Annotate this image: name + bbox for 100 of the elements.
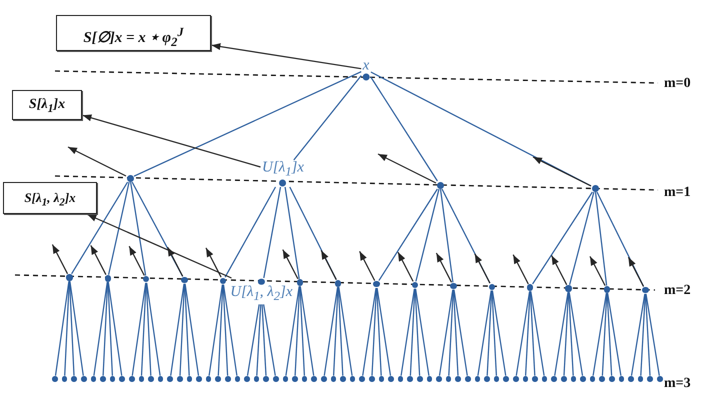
arrow (167, 246, 184, 277)
connector-line (184, 284, 200, 376)
node-dot (647, 376, 653, 382)
node-dot (158, 376, 164, 382)
connector-line (516, 291, 530, 376)
node-dot (273, 376, 279, 382)
connector-line (263, 304, 276, 376)
node-dot (119, 376, 125, 382)
node-dot (181, 276, 188, 284)
node-dot (398, 376, 404, 382)
node-dot (436, 376, 442, 382)
connector-line (415, 188, 440, 282)
connector-line (285, 286, 300, 376)
node-dot (81, 376, 87, 382)
connector-line (222, 284, 228, 376)
connector-line (140, 282, 147, 376)
arrow (68, 146, 126, 177)
node-dot (311, 376, 317, 382)
node-dot (143, 276, 150, 282)
arrow (87, 214, 232, 279)
node-dot (426, 376, 432, 382)
node-dot (110, 376, 116, 382)
connector-line (370, 76, 438, 182)
node-dot (446, 376, 452, 382)
node-dot (407, 376, 413, 382)
connector-line (107, 282, 113, 376)
level-label: m=1 (664, 186, 691, 200)
node-dot (138, 376, 144, 382)
node-dot (369, 376, 375, 382)
connector-line (93, 282, 108, 376)
connector-line (414, 288, 420, 376)
connector-line (132, 282, 146, 376)
node-dot (186, 376, 192, 382)
connector-line (300, 286, 314, 376)
node-dot (350, 376, 356, 382)
connector-line (69, 281, 84, 376)
connector-line (184, 284, 190, 376)
level-label: m=3 (664, 377, 691, 391)
arrow (589, 256, 606, 286)
connector-line (602, 292, 608, 376)
node-dot (292, 376, 298, 382)
node-dot (657, 376, 663, 382)
node-dot (100, 376, 106, 382)
node-dot (604, 286, 610, 293)
connector-line (108, 182, 130, 275)
node-dot (104, 275, 111, 282)
connector-line (108, 282, 122, 376)
node-dot (196, 376, 202, 382)
connector-line (64, 281, 70, 376)
node-dot (71, 376, 77, 382)
node-dot (215, 376, 221, 382)
level-label: m=2 (664, 284, 691, 298)
node-dot (436, 182, 444, 188)
node-dot (465, 376, 471, 382)
node-dot (570, 376, 576, 382)
node-dot (565, 285, 572, 292)
node-dot (455, 376, 461, 382)
connector-line (486, 290, 492, 376)
connector-line (294, 286, 300, 376)
node-dot (263, 376, 269, 382)
node-dot (167, 376, 173, 382)
connector-line (222, 284, 238, 376)
connector-line (530, 291, 536, 376)
connector-line (568, 292, 584, 376)
node-dot (580, 376, 586, 382)
node-dot (551, 376, 557, 382)
node-dot (129, 376, 135, 382)
connector-line (640, 294, 646, 376)
node-dot (220, 278, 226, 284)
node-dot (66, 274, 73, 281)
connector-line (438, 290, 454, 376)
connector-line (338, 287, 344, 376)
connector-line (606, 292, 612, 376)
connector-line (607, 292, 622, 376)
output-box: S[λ$_{1}$, λ$_{2}$]x (3, 182, 97, 214)
node-dot (532, 376, 538, 382)
node-dot (484, 376, 490, 382)
arrow (359, 251, 376, 281)
connector-line (69, 281, 75, 376)
node-dot (244, 376, 250, 382)
arrow (436, 252, 452, 283)
connector-line (532, 192, 593, 284)
node-dot (638, 376, 644, 382)
node-dot (527, 284, 534, 291)
node-dot (373, 281, 380, 288)
arrow (397, 252, 414, 282)
connector-line (71, 182, 128, 274)
node-dot (321, 376, 327, 382)
level-label: m=0 (664, 77, 691, 91)
connector-line (263, 186, 282, 278)
connector-line (492, 290, 506, 376)
node-dot (628, 376, 634, 382)
connector-line (530, 291, 545, 376)
arrow (474, 254, 490, 284)
connector-line (554, 292, 569, 376)
node-dot (62, 376, 68, 382)
connector-line (448, 290, 454, 376)
node-dot (561, 376, 567, 382)
arrow (532, 156, 592, 187)
connector-line (594, 192, 608, 286)
